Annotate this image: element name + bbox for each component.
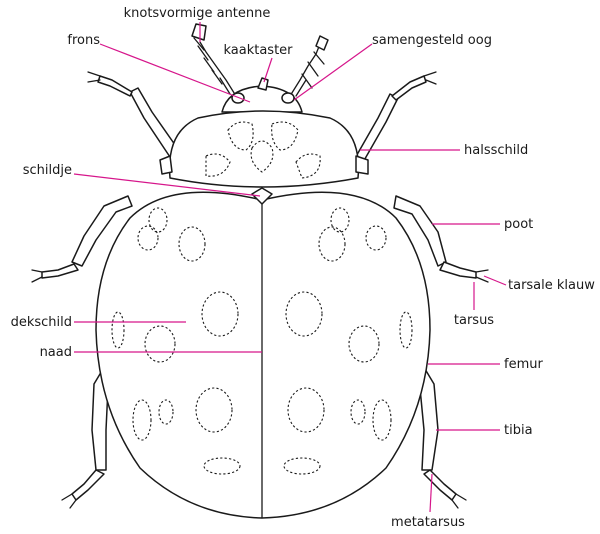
elytra	[96, 188, 430, 518]
leader-compound-eye	[294, 44, 372, 100]
leader-tarsal-claw	[484, 276, 506, 285]
label-tibia: tibia	[504, 423, 533, 438]
label-pronotum: halsschild	[464, 143, 528, 158]
label-metatarsus: metatarsus	[391, 515, 465, 530]
front-left-leg	[88, 72, 180, 160]
label-palp: kaaktaster	[223, 43, 293, 58]
label-femur: femur	[504, 357, 543, 372]
label-compound-eye: samengesteld oog	[372, 33, 492, 48]
maxillary-palp	[258, 78, 268, 90]
right-antenna	[290, 36, 328, 96]
label-scutellum: schildje	[23, 163, 72, 178]
head	[222, 78, 302, 112]
label-tarsus: tarsus	[454, 313, 494, 328]
leader-palp	[264, 58, 272, 82]
label-antenna: knotsvormige antenne	[124, 6, 271, 21]
left-antenna	[192, 24, 236, 96]
label-elytron: dekschild	[11, 315, 72, 330]
label-frons: frons	[67, 33, 100, 48]
label-suture: naad	[40, 345, 72, 360]
label-leg: poot	[504, 217, 533, 232]
label-tarsal-claw: tarsale klauw	[508, 278, 595, 293]
pronotum-shape	[160, 111, 368, 187]
right-compound-eye	[282, 93, 294, 103]
